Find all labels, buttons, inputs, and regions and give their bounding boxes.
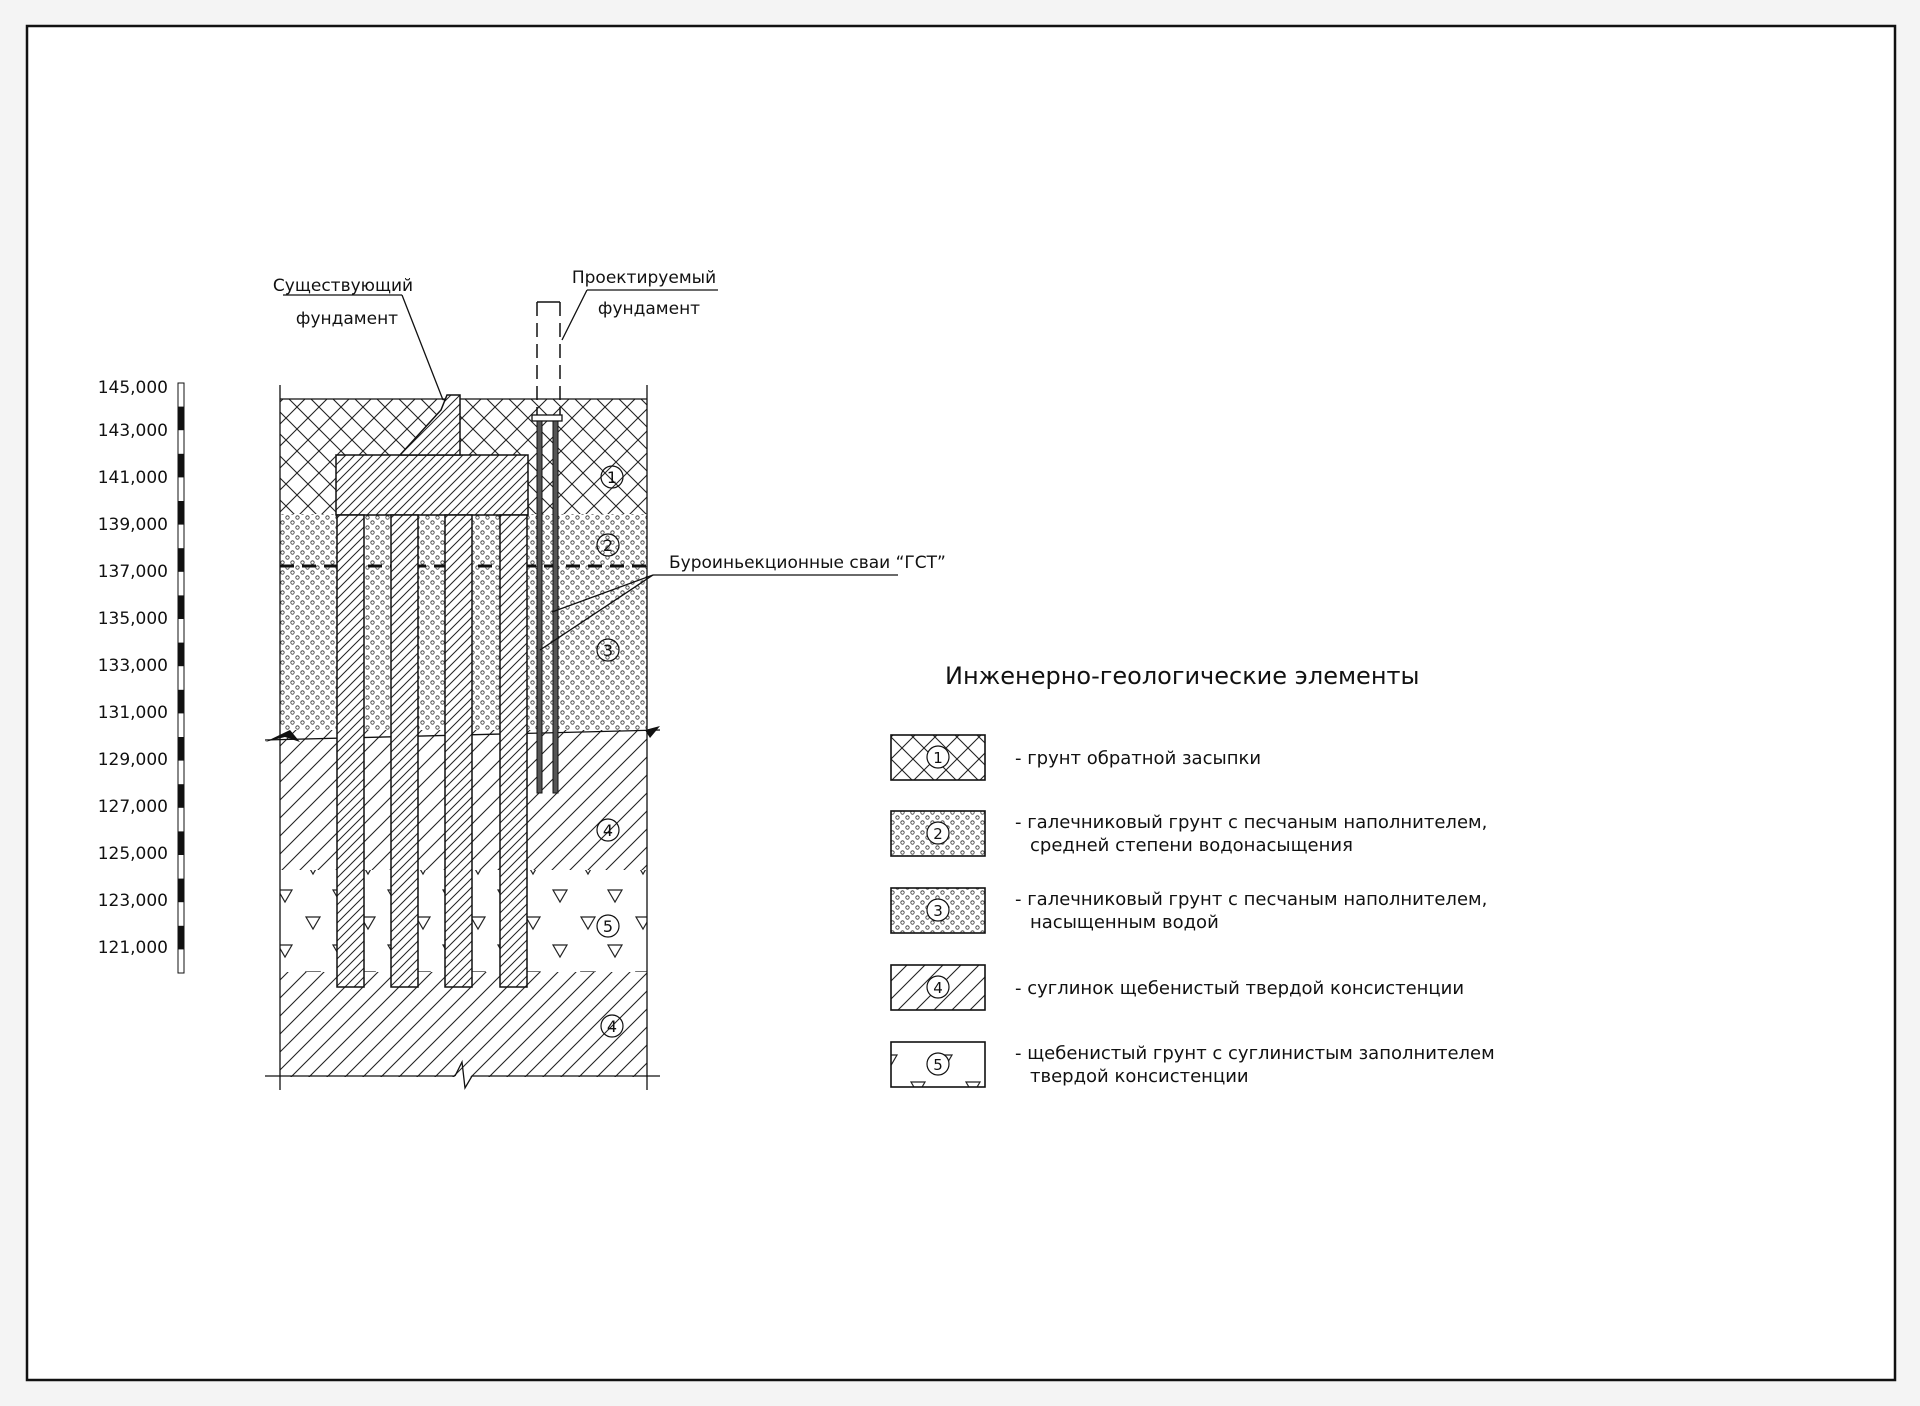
legend-title: Инженерно-геологические элементы xyxy=(945,662,1419,690)
layer-marker: 4 xyxy=(600,1014,624,1038)
legend-number: 4 xyxy=(933,979,943,997)
svg-text:3: 3 xyxy=(603,641,613,660)
scale-label: 125,000 xyxy=(98,844,168,864)
layer-marker: 4 xyxy=(596,818,620,842)
scale-label: 129,000 xyxy=(98,750,168,770)
existing-pile xyxy=(390,514,419,988)
gst-pile xyxy=(552,420,559,794)
layer-marker: 5 xyxy=(596,914,620,938)
legend-number: 3 xyxy=(933,902,943,920)
layer-marker: 1 xyxy=(600,465,624,489)
legend-item: 1 - грунт обратной засыпки xyxy=(890,734,1261,781)
scale-label: 135,000 xyxy=(98,609,168,629)
legend-item: 5 - щебенистый грунт с суглинистым заполн… xyxy=(890,1041,1495,1088)
legend-text: - галечниковый грунт с песчаным наполнит… xyxy=(1015,812,1487,833)
existing-foundation-label: Существующий xyxy=(273,276,413,296)
layer-marker: 2 xyxy=(596,533,620,557)
gst-pile xyxy=(536,420,543,794)
pile-cap xyxy=(531,414,563,422)
piles-label: Буроиньекционные сваи “ГСТ” xyxy=(669,553,946,573)
legend-text: - суглинок щебенистый твердой консистенц… xyxy=(1015,978,1464,999)
scale-label: 137,000 xyxy=(98,562,168,582)
existing-foundation-block xyxy=(398,394,461,456)
legend-text: - галечниковый грунт с песчаным наполнит… xyxy=(1015,889,1487,910)
scale-label: 141,000 xyxy=(98,468,168,488)
legend-number: 1 xyxy=(933,749,943,767)
legend-number: 2 xyxy=(933,825,943,843)
scale-label: 121,000 xyxy=(98,938,168,958)
svg-text:5: 5 xyxy=(603,917,613,936)
legend-item: 3 - галечниковый грунт с песчаным наполни… xyxy=(890,887,1487,934)
legend-text: средней степени водонасыщения xyxy=(1030,835,1353,856)
scale-label: 127,000 xyxy=(98,797,168,817)
existing-foundation-slab xyxy=(335,454,529,516)
layer-4-loam-lower xyxy=(280,972,647,1077)
scale-label: 143,000 xyxy=(98,421,168,441)
layer-marker: 3 xyxy=(596,638,620,662)
legend-text: - щебенистый грунт с суглинистым заполни… xyxy=(1015,1043,1495,1064)
svg-text:4: 4 xyxy=(607,1017,617,1036)
legend-number: 5 xyxy=(933,1056,943,1074)
svg-text:4: 4 xyxy=(603,821,613,840)
legend-text: насыщенным водой xyxy=(1030,912,1219,933)
existing-foundation-label-2: фундамент xyxy=(296,309,398,329)
designed-foundation-label-2: фундамент xyxy=(598,299,700,319)
existing-pile xyxy=(444,514,473,988)
scale-label: 131,000 xyxy=(98,703,168,723)
legend-item: 2 - галечниковый грунт с песчаным наполни… xyxy=(890,810,1487,857)
designed-foundation-label: Проектируемый xyxy=(572,268,716,288)
scale-label: 133,000 xyxy=(98,656,168,676)
svg-text:1: 1 xyxy=(607,468,617,487)
callouts xyxy=(283,289,898,651)
scale-label: 139,000 xyxy=(98,515,168,535)
svg-text:2: 2 xyxy=(603,536,613,555)
scale-label: 145,000 xyxy=(98,378,168,398)
elevation-scale: 145,000 143,000 141,000 139,000 137,000 135,0… xyxy=(98,378,185,974)
legend-item: 4 - суглинок щебенистый твердой консистен… xyxy=(890,964,1464,1011)
legend-text: твердой консистенции xyxy=(1030,1066,1249,1087)
existing-pile xyxy=(499,514,528,988)
scale-label: 123,000 xyxy=(98,891,168,911)
legend-text: - грунт обратной засыпки xyxy=(1015,748,1261,769)
soil-section: 1 2 3 4 5 4 xyxy=(264,301,661,1091)
existing-pile xyxy=(336,514,365,988)
legend: 1 - грунт обратной засыпки 2 - галечниковый… xyxy=(890,734,1495,1088)
